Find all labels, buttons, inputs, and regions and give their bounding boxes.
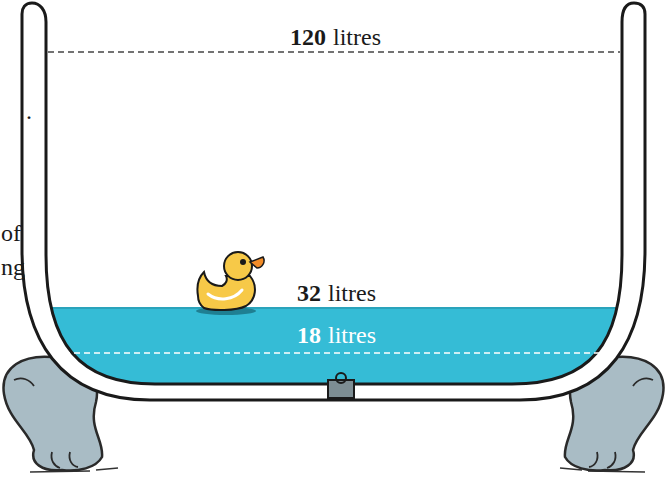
cut-off-text: ng: [1, 254, 25, 280]
volume-unit: litres: [328, 322, 376, 348]
drain-plug: [328, 373, 354, 398]
tub-wall: [22, 3, 645, 400]
volume-unit: litres: [333, 24, 381, 50]
floor-strokes: [30, 468, 645, 472]
cut-off-text: .: [26, 98, 32, 124]
volume-number: 120: [290, 24, 326, 50]
rubber-duck: [196, 252, 264, 315]
volume-number: 18: [297, 322, 321, 348]
cut-off-text: of: [1, 220, 21, 246]
volume-number: 32: [297, 280, 321, 306]
volume-unit: litres: [328, 280, 376, 306]
level-line: [64, 352, 604, 354]
full-level-line: [48, 51, 620, 53]
